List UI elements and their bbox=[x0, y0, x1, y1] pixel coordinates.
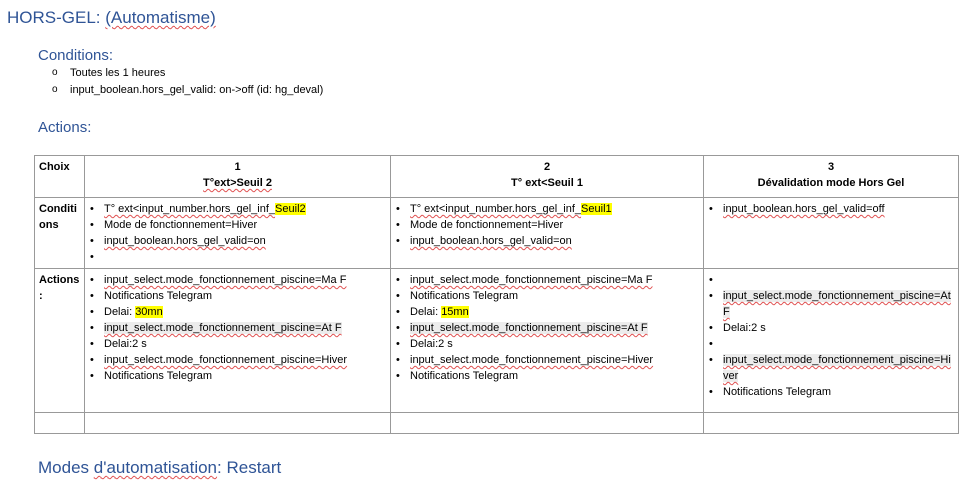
table-row-actions: Actions : input_select.mode_fonctionneme… bbox=[34, 268, 959, 413]
row-label-actions: Actions : bbox=[34, 268, 85, 413]
condition-text: Toutes les 1 heures bbox=[70, 67, 166, 79]
cell-2-conditions: T° ext<input_number.hors_gel_inf_Seuil1 … bbox=[390, 197, 704, 269]
list-item: input_select.mode_fonctionnement_piscine… bbox=[395, 352, 699, 368]
list-item: input_select.mode_fonctionnement_piscine… bbox=[89, 320, 386, 336]
list-item: input_boolean.hors_gel_valid=on bbox=[395, 233, 699, 249]
list-item: input_select.mode_fonctionnement_piscine… bbox=[89, 352, 386, 368]
list-item: input_select.mode_fonctionnement_piscine… bbox=[395, 320, 699, 336]
list-item: Notifications Telegram bbox=[89, 368, 386, 384]
list-item bbox=[708, 336, 954, 352]
empty-cell bbox=[390, 412, 704, 434]
empty-cell bbox=[84, 412, 391, 434]
cell-2-actions: input_select.mode_fonctionnement_piscine… bbox=[390, 268, 704, 413]
title-suffix: (Automatisme) bbox=[105, 8, 216, 27]
conditions-heading: Conditions: bbox=[38, 47, 114, 64]
conditions-list: Toutes les 1 heures input_boolean.hors_g… bbox=[52, 64, 324, 99]
condition-item: input_boolean.hors_gel_valid: on->off (i… bbox=[52, 81, 324, 99]
list-item: Notifications Telegram bbox=[89, 288, 386, 304]
list-item: input_select.mode_fonctionnement_piscine… bbox=[395, 272, 699, 288]
cell-1-conditions: T° ext<input_number.hors_gel_inf_Seuil2 … bbox=[84, 197, 391, 269]
list-item: Mode de fonctionnement=Hiver bbox=[395, 217, 699, 233]
list-item: input_select.mode_fonctionnement_piscine… bbox=[89, 272, 386, 288]
page-title: HORS-GEL: (Automatisme) bbox=[7, 8, 216, 28]
empty-cell bbox=[34, 412, 85, 434]
condition-item: Toutes les 1 heures bbox=[52, 64, 323, 82]
list-item: input_select.mode_fonctionnement_piscine… bbox=[708, 352, 954, 384]
list-item: input_select.mode_fonctionnement_piscine… bbox=[708, 288, 954, 320]
list-item: Mode de fonctionnement=Hiver bbox=[89, 217, 386, 233]
list-item: Delai:2 s bbox=[89, 336, 386, 352]
list-item: Notifications Telegram bbox=[395, 288, 699, 304]
cell-3-conditions: input_boolean.hors_gel_valid=off bbox=[703, 197, 959, 269]
list-item bbox=[89, 249, 386, 265]
list-item: Notifications Telegram bbox=[395, 368, 699, 384]
list-item: Delai:2 s bbox=[395, 336, 699, 352]
cell-1-actions: input_select.mode_fonctionnement_piscine… bbox=[84, 268, 391, 413]
list-item bbox=[708, 272, 954, 288]
list-item: input_boolean.hors_gel_valid=on bbox=[89, 233, 386, 249]
title-prefix: HORS-GEL: bbox=[7, 8, 106, 27]
list-item: Notifications Telegram bbox=[708, 384, 954, 400]
empty-cell bbox=[703, 412, 959, 434]
modes-heading: Modes d'automatisation: Restart bbox=[38, 458, 282, 477]
actions-heading: Actions: bbox=[38, 119, 92, 136]
list-item: T° ext<input_number.hors_gel_inf_Seuil2 bbox=[89, 201, 386, 217]
row-label-conditions: Conditions bbox=[34, 197, 85, 269]
cell-3-actions: input_select.mode_fonctionnement_piscine… bbox=[703, 268, 959, 413]
list-item: T° ext<input_number.hors_gel_inf_Seuil1 bbox=[395, 201, 699, 217]
list-item: Delai: 30mn bbox=[89, 304, 386, 320]
condition-text: input_boolean.hors_gel_valid: on->off (i… bbox=[70, 84, 324, 96]
list-item: Delai:2 s bbox=[708, 320, 954, 336]
list-item: input_boolean.hors_gel_valid=off bbox=[708, 201, 954, 217]
list-item: Delai: 15mn bbox=[395, 304, 699, 320]
table-row-conditions: Conditions T° ext<input_number.hors_gel_… bbox=[34, 197, 959, 269]
table-row-empty bbox=[34, 412, 959, 434]
corner-cell: Choix bbox=[34, 155, 85, 198]
